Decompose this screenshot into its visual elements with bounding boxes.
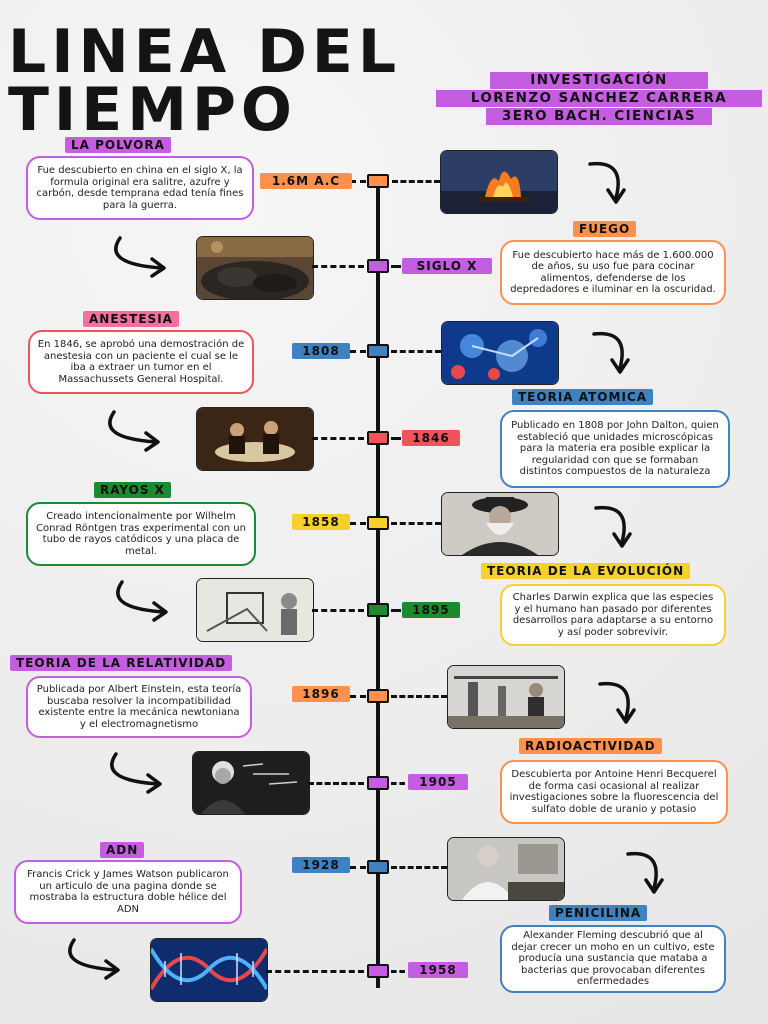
title-line-2: TIEMPO <box>8 75 297 145</box>
year-label: 1958 <box>408 962 468 978</box>
connector-line <box>391 350 441 353</box>
year-label: 1858 <box>292 514 350 530</box>
event-description: Fue descubierto en china en el siglo X, … <box>26 156 254 220</box>
connector-line <box>350 522 366 525</box>
timeline-marker <box>367 516 389 530</box>
author-line-2: LORENZO SANCHEZ CARRERA <box>436 90 762 107</box>
title-line-1: LINEA DEL <box>8 17 402 87</box>
event-title: FUEGO <box>573 221 637 237</box>
curved-arrow-icon <box>588 161 626 204</box>
dna-helix-image <box>150 938 268 1002</box>
einstein-blackboard-image <box>192 751 310 815</box>
author-line-3: 3ERO BACH. CIENCIAS <box>486 108 712 125</box>
event-title: LA POLVORA <box>65 137 171 153</box>
event-title: RAYOS X <box>94 482 171 498</box>
connector-line <box>391 609 401 612</box>
anesthesia-painting-image <box>196 407 314 471</box>
event-description: Charles Darwin explica que las especies … <box>500 584 726 646</box>
connector-line <box>391 522 441 525</box>
event-title: TEORIA DE LA RELATIVIDAD <box>10 655 233 671</box>
atoms-image <box>441 321 559 385</box>
connector-line <box>312 437 364 440</box>
timeline-marker <box>367 344 389 358</box>
event-description: Publicada por Albert Einstein, esta teor… <box>26 676 252 738</box>
curved-arrow-icon <box>114 236 166 278</box>
event-title: TEORIA DE LA EVOLUCIÓN <box>481 563 691 579</box>
year-label: SIGLO X <box>402 258 492 274</box>
year-label: 1.6M A.C <box>260 173 352 189</box>
darwin-portrait-image <box>441 492 559 556</box>
year-label: 1808 <box>292 343 350 359</box>
event-title: ADN <box>100 842 145 858</box>
laboratory-image <box>447 665 565 729</box>
timeline-marker <box>367 776 389 790</box>
connector-line <box>266 970 364 973</box>
fleming-lab-image <box>447 837 565 901</box>
year-label: 1896 <box>292 686 350 702</box>
timeline-marker <box>367 259 389 273</box>
connector-line <box>391 782 405 785</box>
connector-line <box>350 350 366 353</box>
author-block: INVESTIGACIÓN LORENZO SANCHEZ CARRERA 3E… <box>436 72 762 125</box>
event-description: Alexander Fleming descubrió que al dejar… <box>500 925 726 993</box>
year-label: 1846 <box>402 430 460 446</box>
event-description: Creado intencionalmente por Wilhelm Conr… <box>26 502 256 566</box>
timeline-marker <box>367 860 389 874</box>
connector-line <box>308 782 364 785</box>
connector-line <box>350 695 366 698</box>
connector-line <box>391 970 405 973</box>
event-title: PENICILINA <box>549 905 648 921</box>
curved-arrow-icon <box>116 580 168 622</box>
year-label: 1905 <box>408 774 468 790</box>
curved-arrow-icon <box>594 505 632 548</box>
curved-arrow-icon <box>68 938 120 980</box>
curved-arrow-icon <box>108 410 160 452</box>
event-description: Fue descubierto hace más de 1.600.000 de… <box>500 240 726 305</box>
curved-arrow-icon <box>626 851 664 894</box>
timeline-marker <box>367 174 389 188</box>
xray-experiment-image <box>196 578 314 642</box>
connector-line <box>350 866 366 869</box>
curved-arrow-icon <box>598 681 636 724</box>
timeline-marker <box>367 689 389 703</box>
timeline-spine <box>376 180 380 988</box>
connector-line <box>350 180 366 183</box>
connector-line <box>391 695 447 698</box>
timeline-marker <box>367 603 389 617</box>
connector-line <box>391 265 401 268</box>
connector-line <box>391 866 447 869</box>
author-line-1: INVESTIGACIÓN <box>490 72 708 89</box>
timeline-marker <box>367 431 389 445</box>
event-description: Publicado en 1808 por John Dalton, quien… <box>500 410 730 488</box>
event-title: TEORIA ATOMICA <box>512 389 653 405</box>
event-description: En 1846, se aprobó una demostración de a… <box>28 330 254 394</box>
timeline-marker <box>367 964 389 978</box>
event-description: Francis Crick y James Watson publicaron … <box>14 860 242 924</box>
event-description: Descubierta por Antoine Henri Becquerel … <box>500 760 728 824</box>
event-title: RADIOACTIVIDAD <box>519 738 662 754</box>
connector-line <box>312 609 364 612</box>
fire-image <box>440 150 558 214</box>
curved-arrow-icon <box>110 752 162 794</box>
gunpowder-image <box>196 236 314 300</box>
curved-arrow-icon <box>592 331 630 374</box>
year-label: 1928 <box>292 857 350 873</box>
connector-line <box>391 437 401 440</box>
connector-line <box>392 180 440 183</box>
event-title: ANESTESIA <box>83 311 179 327</box>
connector-line <box>312 265 364 268</box>
year-label: 1895 <box>402 602 460 618</box>
